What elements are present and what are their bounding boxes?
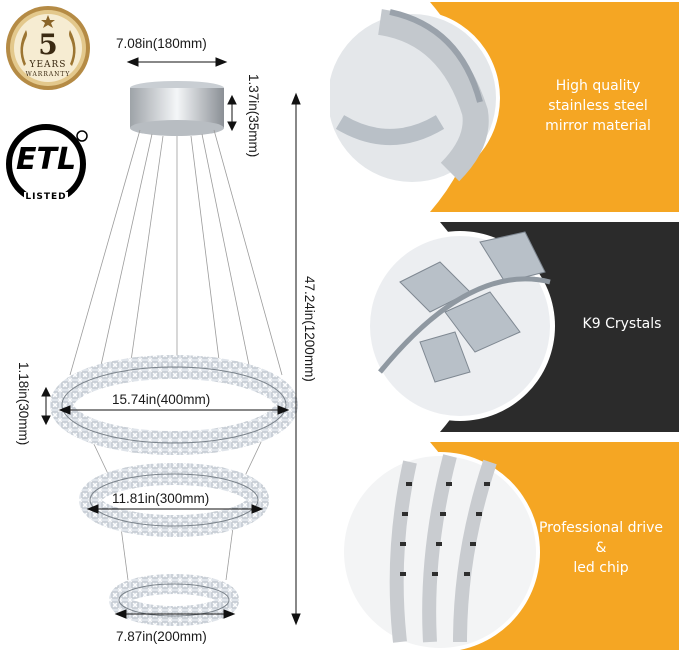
- badge-years: YEARS: [29, 60, 67, 70]
- canopy-width-label: 7.08in(180mm): [116, 36, 207, 51]
- canopy-height-label: 1.37in(35mm): [246, 74, 261, 158]
- chandelier-illustration: [41, 57, 301, 626]
- total-height-label: 47.24in(1200mm): [302, 276, 317, 382]
- ring-medium-label: 11.81in(300mm): [112, 491, 210, 506]
- feature-panel-led: Professional drive & led chip: [330, 442, 679, 650]
- feature-led-line: Professional drive: [538, 520, 664, 536]
- ring-large-label: 15.74in(400mm): [112, 392, 211, 407]
- feature-led-text: Professional drive & led chip: [528, 518, 674, 578]
- feature-steel-line: mirror material: [545, 118, 651, 134]
- feature-steel-line: High quality: [555, 78, 641, 94]
- feature-led-line: led chip: [573, 560, 629, 576]
- etl-mark: ETL: [16, 142, 77, 177]
- ring-small-label: 7.87in(200mm): [116, 629, 207, 644]
- feature-led-line: &: [595, 540, 607, 556]
- badge-warranty: WARRANTY: [25, 71, 71, 78]
- etl-listed: LISTED: [24, 192, 68, 206]
- etl-listed-logo: ETL LISTED: [4, 122, 92, 212]
- ring-thickness-label: 1.18in(30mm): [16, 362, 31, 446]
- feature-panel-crystals: K9 Crystals: [360, 222, 679, 432]
- feature-steel-line: stainless steel: [548, 98, 648, 114]
- warranty-badge: 5 YEARS WARRANTY: [4, 4, 92, 92]
- feature-crystals-text: K9 Crystals: [572, 314, 672, 334]
- feature-crystals-line: K9 Crystals: [582, 316, 662, 332]
- feature-panel-steel: High quality stainless steel mirror mate…: [330, 2, 679, 212]
- feature-steel-text: High quality stainless steel mirror mate…: [528, 76, 668, 136]
- badge-number: 5: [38, 28, 58, 61]
